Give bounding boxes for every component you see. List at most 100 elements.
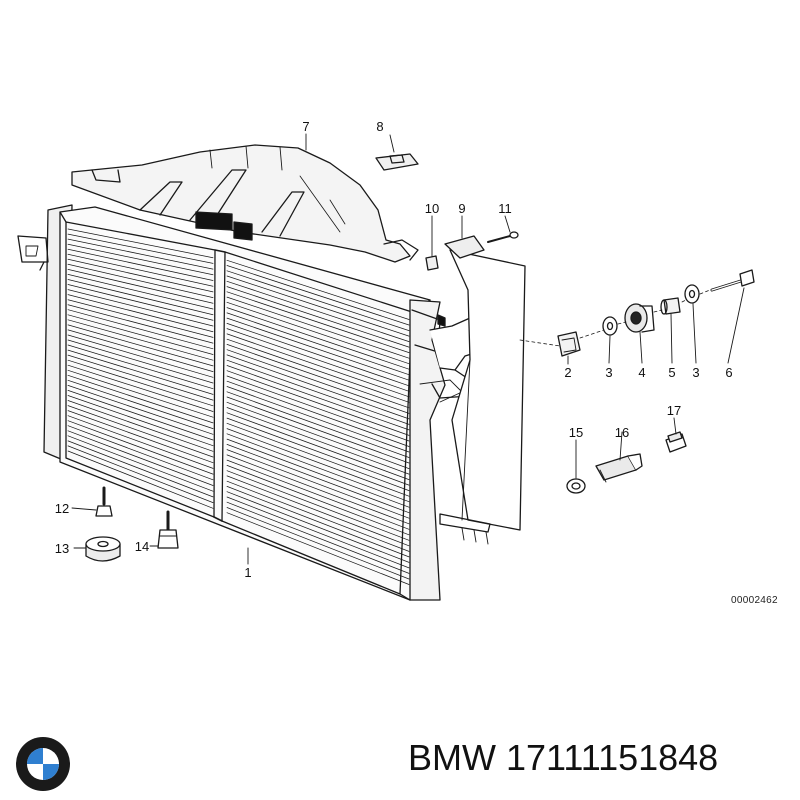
core-fin-line xyxy=(226,312,410,376)
core-fin-line xyxy=(67,344,214,390)
core-fin-line xyxy=(226,422,410,491)
core-fin-line xyxy=(67,369,214,418)
core-fin-line xyxy=(67,263,214,298)
core-fin-line xyxy=(67,430,214,486)
core-fin-line xyxy=(226,307,410,370)
core-fin-line xyxy=(67,294,214,333)
callout-15: 15 xyxy=(569,425,583,440)
core-fin-line xyxy=(67,329,214,372)
core-fin-line xyxy=(226,354,410,420)
side-bracket xyxy=(439,235,526,545)
radiator-core xyxy=(59,206,431,601)
core-fin-line xyxy=(226,491,410,563)
core-fin-line xyxy=(67,258,214,293)
core-fin-line xyxy=(67,279,214,316)
core-fin-line xyxy=(226,496,410,569)
core-fin-line xyxy=(67,233,214,264)
core-fin-line xyxy=(226,438,410,508)
logo-blue-quadrant xyxy=(27,748,43,764)
callout-3b: 3 xyxy=(692,365,699,380)
core-fin-line xyxy=(226,412,410,480)
core-fin-line xyxy=(67,299,214,338)
core-fin-line xyxy=(226,265,410,326)
core-fin-line xyxy=(67,435,214,492)
core-fin-line xyxy=(226,401,410,469)
core-fin-line xyxy=(67,289,214,327)
clip-part-10 xyxy=(425,255,439,271)
core-fin-line xyxy=(67,274,214,310)
core-fin-line xyxy=(226,317,410,381)
core-fin-line xyxy=(67,395,214,447)
core-fin-line xyxy=(226,475,410,547)
core-fin-line xyxy=(226,470,410,541)
core-fin-line xyxy=(67,349,214,395)
core-fin-line xyxy=(226,301,410,365)
core-fins-left xyxy=(67,228,214,509)
callout-11: 11 xyxy=(498,201,512,216)
core-fin-line xyxy=(67,420,214,475)
core-fin-line xyxy=(67,385,214,435)
core-fin-line xyxy=(226,270,410,331)
core-fin-line xyxy=(226,449,410,519)
core-fin-line xyxy=(67,238,214,270)
callout-17: 17 xyxy=(667,403,681,418)
core-fin-line xyxy=(226,454,410,525)
callout-10: 10 xyxy=(425,201,439,216)
callout-5: 5 xyxy=(668,365,675,380)
core-fin-line xyxy=(226,370,410,436)
core-fin-line xyxy=(67,415,214,469)
core-fin-line xyxy=(67,410,214,464)
core-fin-line xyxy=(67,400,214,452)
core-fin-line xyxy=(226,338,410,403)
core-fin-line xyxy=(226,386,410,453)
core-fin-line xyxy=(226,407,410,475)
core-fin-line xyxy=(67,324,214,367)
sensor-parts xyxy=(566,431,687,494)
part-number-caption: BMW 17111151848 xyxy=(408,737,719,778)
core-fin-line xyxy=(67,450,214,509)
clip-part-8 xyxy=(375,153,419,171)
core-fin-line xyxy=(226,275,410,337)
core-fin-line xyxy=(67,284,214,321)
callout-labels: 1 2 3 3 4 5 6 7 8 9 10 11 12 13 14 15 16… xyxy=(55,119,733,580)
core-fin-line xyxy=(226,296,410,359)
radiator-exploded-diagram: 1 2 3 3 4 5 6 7 8 9 10 11 12 13 14 15 16… xyxy=(17,119,755,601)
core-fin-line xyxy=(226,259,410,320)
core-fin-line xyxy=(226,501,410,574)
core-fin-line xyxy=(67,354,214,401)
callout-7: 7 xyxy=(302,119,309,134)
core-fin-line xyxy=(226,291,410,353)
core-fin-line xyxy=(226,280,410,342)
core-fin-line xyxy=(226,444,410,514)
core-fin-line xyxy=(67,314,214,355)
core-fin-line xyxy=(226,507,410,580)
callout-8: 8 xyxy=(376,119,383,134)
screw-part-11 xyxy=(487,231,519,243)
core-fin-line xyxy=(67,390,214,441)
core-fin-line xyxy=(67,339,214,384)
core-fin-line xyxy=(226,365,410,431)
callout-4: 4 xyxy=(638,365,645,380)
core-fin-line xyxy=(67,253,214,287)
drawing-code: 00002462 xyxy=(731,595,778,606)
core-fin-line xyxy=(226,396,410,464)
core-fin-line xyxy=(226,344,410,409)
mounting-kit xyxy=(519,269,755,357)
callout-1: 1 xyxy=(244,565,251,580)
core-fin-line xyxy=(67,228,214,259)
core-fin-line xyxy=(67,334,214,378)
core-fin-line xyxy=(226,391,410,458)
core-fin-line xyxy=(67,379,214,429)
callout-6: 6 xyxy=(725,365,732,380)
core-fin-line xyxy=(226,375,410,442)
logo-blue-quadrant xyxy=(43,764,59,780)
core-fin-line xyxy=(226,333,410,398)
core-fin-line xyxy=(67,319,214,361)
callout-2: 2 xyxy=(564,365,571,380)
callout-3a: 3 xyxy=(605,365,612,380)
callout-13: 13 xyxy=(55,541,69,556)
logo-text: BMW xyxy=(27,728,59,738)
core-fin-line xyxy=(67,243,214,276)
core-fin-line xyxy=(67,425,214,481)
